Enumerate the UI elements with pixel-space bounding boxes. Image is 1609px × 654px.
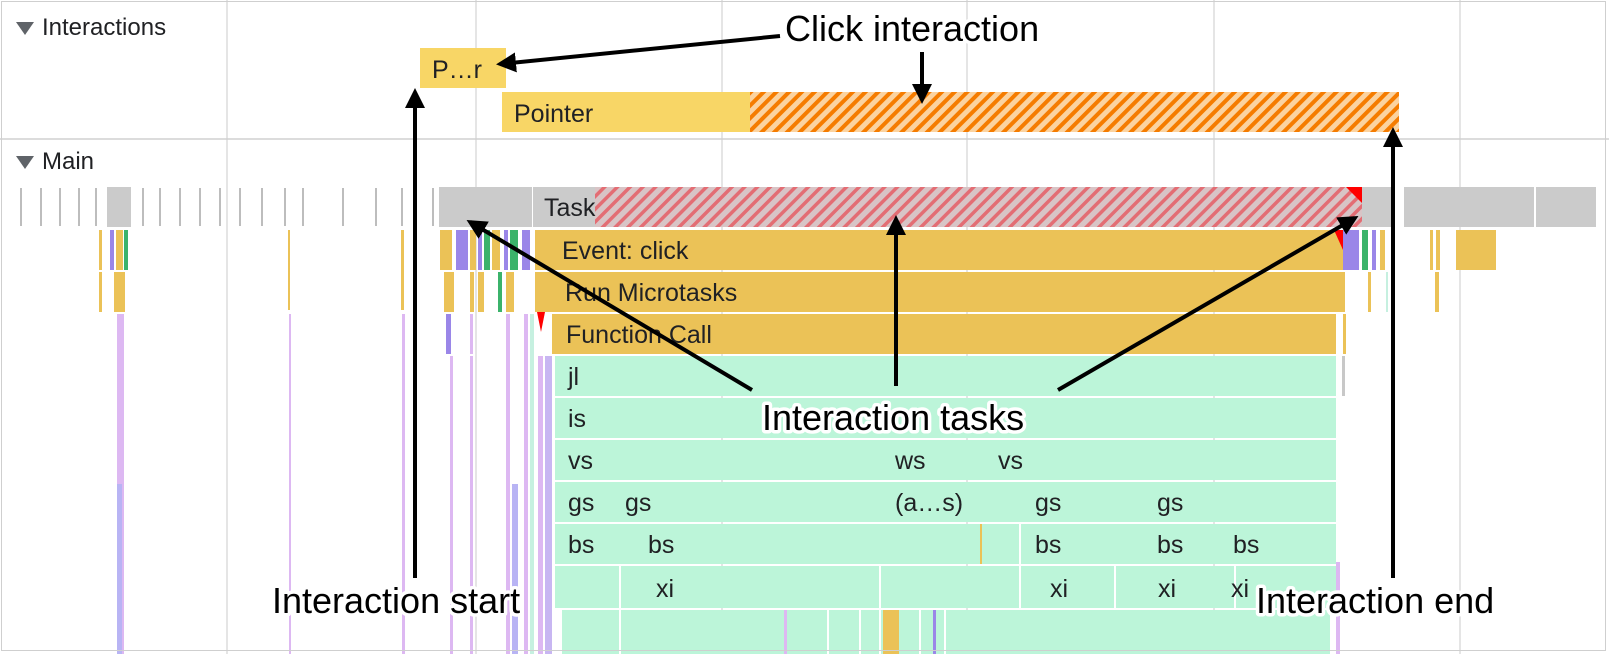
svg-text:(a…s): (a…s) bbox=[895, 489, 963, 517]
task-block-pre[interactable] bbox=[439, 187, 532, 227]
svg-text:bs: bs bbox=[1035, 531, 1061, 559]
flame-bs[interactable] bbox=[555, 524, 1336, 564]
svg-text:xi: xi bbox=[1231, 575, 1249, 603]
interaction-short[interactable]: P…r bbox=[420, 48, 506, 88]
svg-text:bs: bs bbox=[1157, 531, 1183, 559]
svg-text:is: is bbox=[568, 405, 586, 433]
interactions-track-header[interactable]: Interactions bbox=[16, 14, 166, 42]
svg-text:vs: vs bbox=[998, 447, 1023, 475]
flame-run-microtasks[interactable]: Run Microtasks bbox=[535, 272, 1345, 312]
long-task-bar[interactable]: Task bbox=[533, 187, 1394, 227]
collapse-triangle-icon[interactable] bbox=[16, 155, 34, 169]
svg-text:gs: gs bbox=[625, 489, 651, 517]
flame-labels: jl is vs ws vs gs gs (a…s) gs gs bs bs b… bbox=[567, 363, 1259, 603]
svg-text:gs: gs bbox=[568, 489, 594, 517]
collapse-triangle-icon[interactable] bbox=[16, 21, 34, 35]
flame-function-call[interactable]: Function Call bbox=[552, 314, 1336, 354]
flame-gs[interactable] bbox=[555, 482, 1336, 522]
interaction-long-portion bbox=[750, 92, 1399, 132]
flame-xi[interactable] bbox=[555, 566, 1336, 608]
interactions-track-label: Interactions bbox=[42, 14, 167, 41]
annotation-arrows bbox=[405, 34, 1403, 578]
svg-text:gs: gs bbox=[1035, 489, 1061, 517]
svg-text:bs: bs bbox=[568, 531, 594, 559]
flame-jl[interactable] bbox=[555, 356, 1336, 396]
svg-text:jl: jl bbox=[567, 363, 579, 391]
task-block-post-1[interactable] bbox=[1404, 187, 1534, 227]
interaction-end-annotation: Interaction end bbox=[1256, 580, 1494, 621]
svg-text:gs: gs bbox=[1157, 489, 1183, 517]
click-interaction-annotation: Click interaction bbox=[785, 8, 1039, 49]
main-track-header[interactable]: Main bbox=[16, 148, 94, 176]
svg-text:ws: ws bbox=[894, 447, 926, 475]
svg-text:xi: xi bbox=[1158, 575, 1176, 603]
function-call-label: Function Call bbox=[566, 321, 712, 349]
interaction-pointer[interactable]: Pointer bbox=[502, 92, 1399, 132]
run-microtasks-label: Run Microtasks bbox=[565, 279, 737, 307]
main-track-label: Main bbox=[42, 148, 95, 175]
event-click-label: Event: click bbox=[562, 237, 689, 265]
task-label: Task bbox=[544, 194, 596, 222]
interaction-tasks-annotation: Interaction tasks bbox=[762, 397, 1024, 438]
task-row: Task bbox=[20, 187, 1596, 227]
interaction-pointer-label: Pointer bbox=[514, 100, 593, 128]
svg-text:vs: vs bbox=[568, 447, 593, 475]
flame-event-click[interactable]: Event: click bbox=[535, 230, 1343, 270]
small-slices bbox=[99, 230, 1496, 654]
flame-is[interactable] bbox=[555, 398, 1336, 438]
flame-js-rows bbox=[555, 356, 1336, 654]
interaction-short-label: P…r bbox=[432, 56, 482, 84]
svg-text:bs: bs bbox=[648, 531, 674, 559]
svg-text:xi: xi bbox=[1050, 575, 1068, 603]
svg-text:xi: xi bbox=[656, 575, 674, 603]
interaction-start-annotation: Interaction start bbox=[272, 580, 520, 621]
task-block-post-2[interactable] bbox=[1536, 187, 1596, 227]
svg-text:bs: bs bbox=[1233, 531, 1259, 559]
flame-vs[interactable] bbox=[555, 440, 1336, 480]
